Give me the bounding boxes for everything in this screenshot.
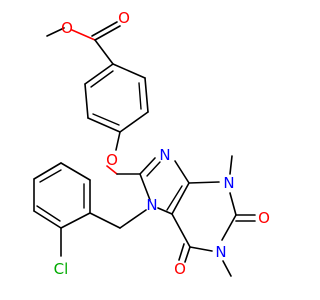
bond-carbonylc-o-double — [91, 21, 118, 37]
bond-n3-c2 — [229, 192, 237, 216]
atom-ether-o: O — [106, 151, 118, 169]
atom-ester-o-methyl: O — [61, 19, 73, 37]
ring-bond-3 — [119, 111, 149, 133]
bond-c4-n3 — [188, 181, 220, 184]
bond-c4-c5-double — [166, 185, 183, 211]
atom-n3: N — [223, 174, 234, 192]
bond-c8-n9 — [139, 157, 156, 175]
cl-ring-bond-4 — [33, 162, 62, 180]
bond-methyl-o — [46, 27, 65, 37]
cl-ring-bond-2 — [33, 210, 62, 229]
atom-labels: O O O N N N N O O Cl — [54, 9, 270, 278]
atom-n1: N — [215, 243, 226, 261]
bond-carbonylc-ring — [94, 39, 114, 65]
ring-bond-2-inner — [138, 82, 142, 110]
cl-ring-bond-2-inner — [36, 205, 61, 222]
atom-o6: O — [174, 260, 186, 278]
bond-n1-methyl — [222, 260, 232, 277]
bond-c5-n7 — [157, 207, 173, 215]
bond-carbonylc-o — [94, 25, 121, 41]
atom-n7: N — [146, 196, 157, 214]
benzoate-ring — [84, 63, 149, 151]
bond-ring-ether — [115, 131, 121, 151]
cl-ring-bond-1 — [60, 212, 91, 229]
bond-c8-n7 — [139, 173, 151, 201]
ring-bond-6-inner — [90, 70, 114, 88]
molecule-canvas: O O O N N N N O O Cl — [33, 9, 270, 278]
ring-bond-1 — [112, 63, 146, 79]
ring-bond-6 — [84, 63, 114, 85]
bond-n9-c4 — [174, 160, 190, 184]
structure-diagram: O O O N N N N O O Cl — [33, 9, 270, 278]
bond-c6-o-double — [178, 243, 185, 261]
atom-ester-o-carbonyl: O — [118, 9, 130, 27]
ring-bond-5 — [84, 83, 89, 119]
bond-ether-c8 — [106, 165, 118, 175]
bond-c6-o — [184, 246, 191, 263]
atom-o2: O — [258, 209, 270, 227]
bond-o-carbonylc — [71, 29, 96, 41]
atom-n9: N — [159, 146, 170, 164]
bond-c6-c5 — [171, 213, 191, 248]
ring-bond-2 — [144, 77, 149, 113]
ring-bond-4 — [87, 117, 121, 133]
ring-bond-4-inner — [92, 113, 120, 126]
atom-cl: Cl — [54, 260, 69, 278]
ester-group — [46, 21, 121, 65]
ether-linkage — [106, 165, 141, 175]
bond-n7-ch2 — [119, 209, 147, 229]
cl-ring-bond-4-inner — [39, 169, 62, 183]
purine-ring — [139, 155, 256, 277]
bond-c8-n9-double — [146, 161, 161, 177]
bond-c2-n1 — [221, 214, 237, 241]
cl-ring-bond-5 — [60, 162, 91, 181]
bond-ch2-ring — [89, 212, 121, 229]
bond-c4-c5 — [171, 182, 190, 215]
bond-n1-c6 — [189, 246, 213, 252]
bond-n3-methyl — [229, 155, 233, 175]
chlorobenzyl-group — [33, 162, 147, 257]
